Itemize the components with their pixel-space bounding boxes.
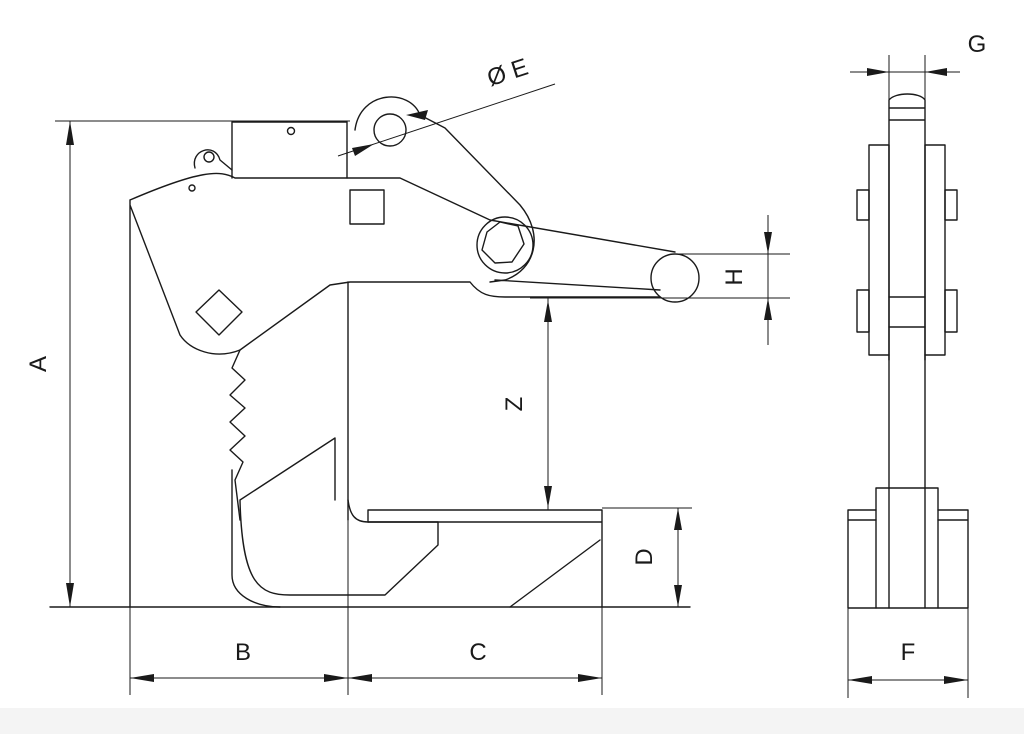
arrow-h-top — [764, 232, 772, 254]
small-hole — [188, 184, 196, 192]
label-z: Z — [501, 397, 528, 412]
ear-lug — [193, 149, 233, 171]
ear-hole — [203, 151, 215, 163]
clamp-body — [129, 172, 676, 608]
arrow-a-top — [66, 121, 74, 145]
side-plate-left — [868, 144, 890, 356]
label-h: H — [721, 268, 748, 285]
bolt-head-left-upper — [856, 189, 870, 221]
hex-bolt — [481, 221, 525, 264]
bolt-head-right-lower — [944, 289, 958, 333]
side-view: F G — [847, 31, 987, 698]
footer-band — [0, 708, 1024, 734]
arrow-b-left — [130, 674, 154, 682]
label-c: C — [469, 639, 486, 666]
label-d: D — [631, 548, 658, 565]
arrow-c-right — [578, 674, 602, 682]
lower-jaw — [231, 437, 439, 608]
bolt-head-left-lower — [856, 289, 870, 333]
bolt-head-right-upper — [944, 189, 958, 221]
arrow-h-bottom — [764, 298, 772, 320]
serrated-cam — [229, 349, 246, 521]
label-e: Ø E — [484, 54, 532, 92]
arrow-g-right — [925, 68, 947, 76]
arrow-e-left — [352, 144, 374, 156]
pivot-boss — [476, 216, 534, 274]
arrow-e-right — [406, 110, 428, 120]
plate-hole — [286, 126, 296, 136]
side-top-lug — [888, 93, 926, 361]
upper-plate — [231, 121, 348, 179]
front-view: A B C D Z H Ø E — [25, 54, 790, 695]
arrow-d-bottom — [674, 585, 682, 607]
lifting-eye-hole — [373, 113, 407, 147]
arrow-f-right — [944, 676, 968, 684]
arrow-c-left — [348, 674, 372, 682]
diamond-slot — [195, 289, 243, 336]
label-a: A — [25, 356, 52, 372]
arrow-b-right — [324, 674, 348, 682]
label-f: F — [901, 639, 916, 666]
dimension-e-leader — [337, 83, 556, 157]
arrow-f-left — [848, 676, 872, 684]
lower-plate — [367, 509, 603, 608]
throat-fillet — [347, 499, 369, 523]
side-jaw-block — [875, 487, 939, 609]
side-base-plate — [847, 509, 969, 609]
arrow-d-top — [674, 508, 682, 530]
label-b: B — [235, 639, 251, 666]
arrow-z-top — [544, 300, 552, 322]
side-shank — [888, 354, 926, 489]
arrow-z-bottom — [544, 486, 552, 508]
square-slot — [349, 189, 385, 225]
label-g: G — [968, 31, 987, 58]
side-plate-right — [924, 144, 946, 356]
lever-roller — [650, 253, 700, 303]
lever-arm — [354, 96, 661, 291]
arrow-g-left — [867, 68, 889, 76]
arrow-a-bottom — [66, 583, 74, 607]
